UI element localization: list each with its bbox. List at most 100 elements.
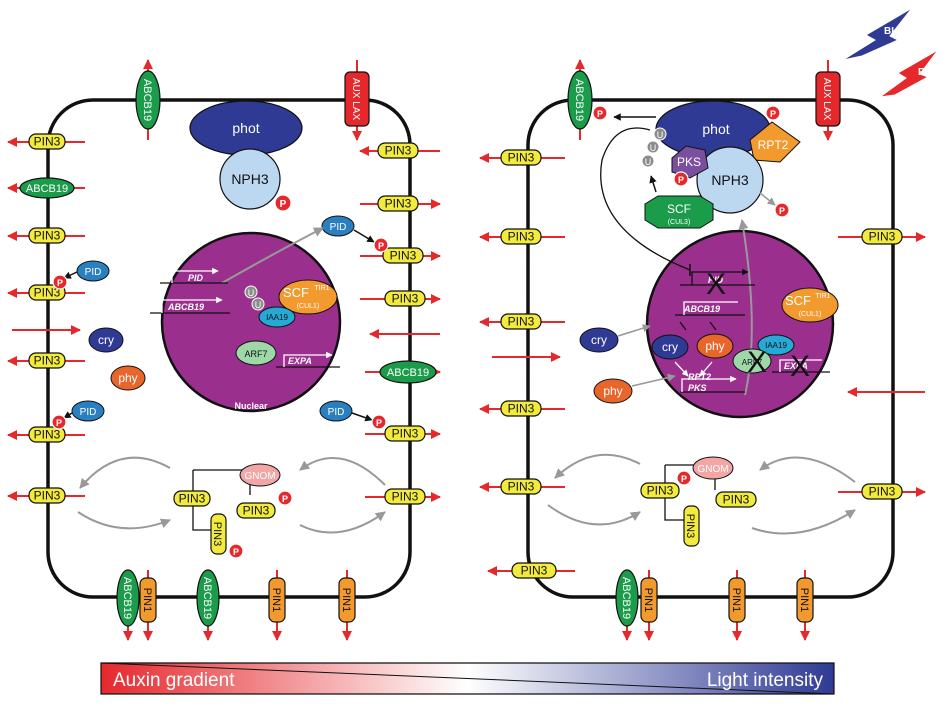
svg-text:phy: phy bbox=[705, 339, 724, 353]
svg-text:ABCB19: ABCB19 bbox=[387, 367, 429, 379]
svg-text:P: P bbox=[779, 206, 785, 216]
svg-text:PID: PID bbox=[188, 273, 204, 283]
right-nucleus-contents: PID X ABCB19 cry phy RPT2 PKS SCF TIR1 (… bbox=[651, 268, 839, 393]
nuclear-label: Nuclear bbox=[234, 401, 268, 411]
right-cell-wall bbox=[526, 98, 895, 599]
svg-text:RL: RL bbox=[918, 67, 931, 78]
cry-right-outside bbox=[579, 327, 619, 353]
svg-text:U: U bbox=[248, 288, 255, 298]
scf-cul3-right bbox=[644, 195, 714, 229]
pin3-left-3 bbox=[28, 284, 66, 301]
cry-right-nucleus bbox=[651, 334, 689, 360]
phospho-p-7 bbox=[228, 543, 244, 559]
svg-text:PIN3: PIN3 bbox=[508, 402, 535, 416]
svg-text:cry: cry bbox=[591, 333, 607, 347]
svg-text:PIN3: PIN3 bbox=[179, 492, 206, 506]
svg-text:(CUL1): (CUL1) bbox=[799, 311, 822, 318]
pin3-right-2 bbox=[500, 228, 542, 245]
iaa19-left bbox=[258, 306, 296, 328]
light-intensity-label: Light intensity bbox=[707, 670, 824, 691]
pid-left-1 bbox=[321, 215, 355, 237]
svg-text:PIN3: PIN3 bbox=[385, 197, 412, 211]
pin1-left-2 bbox=[268, 577, 286, 623]
svg-text:NPH3: NPH3 bbox=[711, 172, 749, 188]
svg-text:PIN1: PIN1 bbox=[340, 588, 352, 612]
svg-text:TIR1: TIR1 bbox=[815, 293, 830, 300]
svg-text:PIN3: PIN3 bbox=[211, 522, 223, 546]
svg-text:GNOM: GNOM bbox=[697, 464, 728, 475]
svg-text:TIR1: TIR1 bbox=[314, 285, 329, 292]
svg-text:PIN3: PIN3 bbox=[34, 354, 61, 368]
pin3-right-3 bbox=[500, 313, 542, 330]
red-light-bolt bbox=[879, 49, 939, 98]
right-cytoplasm: phot P RPT2 NPH3 P PKS P U U U SCF (CUL3… bbox=[579, 100, 801, 404]
svg-text:NPH3: NPH3 bbox=[231, 171, 269, 187]
svg-text:AUX LAX: AUX LAX bbox=[350, 78, 361, 121]
svg-text:PIN1: PIN1 bbox=[642, 588, 654, 612]
svg-text:P: P bbox=[282, 494, 288, 504]
pin3-right-vesicle-1 bbox=[640, 482, 680, 499]
svg-text:PIN1: PIN1 bbox=[270, 588, 282, 612]
svg-text:P: P bbox=[280, 199, 287, 210]
svg-text:PID: PID bbox=[330, 222, 347, 233]
svg-text:ABCB19: ABCB19 bbox=[121, 577, 133, 619]
svg-text:PIN3: PIN3 bbox=[684, 514, 696, 538]
right-recycling: GNOM PIN3 P PIN3 PIN3 bbox=[547, 453, 856, 547]
abcb19-left-bottom-1 bbox=[116, 569, 140, 627]
svg-text:PIN3: PIN3 bbox=[392, 490, 419, 504]
svg-text:PIN3: PIN3 bbox=[34, 489, 61, 503]
pin3-left-6 bbox=[28, 487, 66, 504]
pin3-left-5 bbox=[28, 426, 66, 443]
abcb19-left-side bbox=[19, 177, 75, 199]
right-abcb19-group: ABCB19 P ABCB19 AUX LAX bbox=[567, 59, 841, 641]
svg-text:PIN3: PIN3 bbox=[34, 286, 61, 300]
left-cytoplasm: phot NPH3 P PID P PID P cry phy PID P PI… bbox=[51, 100, 389, 430]
aux-lax-left bbox=[344, 71, 370, 127]
pin3-right-8 bbox=[861, 483, 903, 500]
svg-text:phot: phot bbox=[232, 120, 259, 136]
pks-right bbox=[671, 145, 709, 179]
cry-left bbox=[88, 327, 124, 353]
scf-tir1-right bbox=[781, 287, 839, 323]
pin3-left-10 bbox=[384, 290, 426, 307]
svg-text:U: U bbox=[650, 143, 657, 153]
left-pin3-group: PIN3 PIN3 PIN3 PIN3 PIN3 PIN3 PIN3 PIN3 … bbox=[7, 133, 441, 505]
pin1-left-3 bbox=[338, 577, 356, 623]
svg-text:U: U bbox=[255, 300, 262, 310]
svg-text:BL: BL bbox=[884, 26, 897, 37]
abcb19-left-bottom-2 bbox=[196, 569, 220, 627]
svg-text:ARF7: ARF7 bbox=[244, 349, 267, 359]
phospho-p-1 bbox=[274, 194, 292, 212]
pin3-right-vesicle-2 bbox=[715, 491, 757, 508]
abcb19-right-bottom bbox=[615, 569, 639, 627]
svg-text:PIN3: PIN3 bbox=[243, 504, 270, 518]
svg-text:PIN3: PIN3 bbox=[723, 493, 750, 507]
abcb19-left-top bbox=[135, 70, 161, 130]
svg-text:SCF: SCF bbox=[667, 202, 691, 216]
svg-text:P: P bbox=[378, 241, 384, 251]
svg-text:EXPA: EXPA bbox=[288, 356, 312, 366]
phy-right-outside bbox=[593, 378, 633, 404]
svg-text:PIN3: PIN3 bbox=[385, 144, 412, 158]
pid-left-4 bbox=[319, 400, 353, 422]
svg-text:U: U bbox=[645, 157, 652, 167]
svg-text:ABCB19: ABCB19 bbox=[620, 577, 632, 619]
svg-text:P: P bbox=[376, 418, 382, 428]
arf7-right bbox=[732, 348, 772, 374]
aux-lax-right bbox=[815, 71, 841, 127]
svg-text:PID: PID bbox=[80, 407, 97, 418]
right-nucleus bbox=[645, 229, 835, 419]
pin3-right-7 bbox=[861, 228, 903, 245]
phy-right-nucleus bbox=[696, 333, 734, 359]
pin3-left-9 bbox=[382, 247, 424, 264]
right-pin1-group: PIN1 PIN1 PIN1 bbox=[640, 570, 814, 641]
pid-left-3 bbox=[71, 400, 105, 422]
svg-text:P: P bbox=[678, 175, 684, 185]
phy-left bbox=[110, 365, 146, 391]
pin3-left-4 bbox=[28, 352, 66, 369]
auxin-gradient-label: Auxin gradient bbox=[113, 670, 235, 691]
svg-text:SCF: SCF bbox=[283, 285, 309, 300]
svg-text:P: P bbox=[233, 547, 239, 557]
svg-text:PIN1: PIN1 bbox=[730, 588, 742, 612]
